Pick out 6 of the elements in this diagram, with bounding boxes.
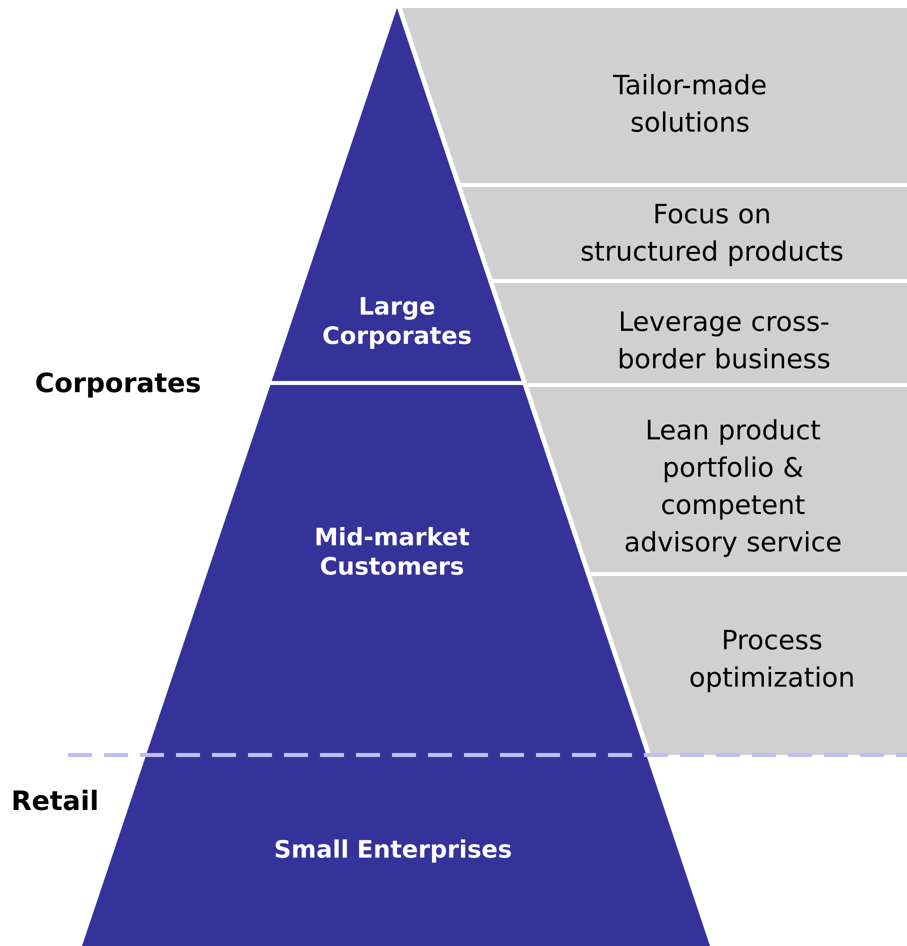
band: Lean product portfolio & competent advisory service bbox=[528, 387, 907, 572]
band: Focus on structured products bbox=[462, 187, 907, 279]
band: Tailor-made solutions bbox=[402, 8, 907, 183]
band: Leverage cross-border business bbox=[494, 283, 907, 383]
band: Process optimization bbox=[592, 576, 907, 755]
pyramid-section: Large Corporates bbox=[272, 8, 522, 381]
